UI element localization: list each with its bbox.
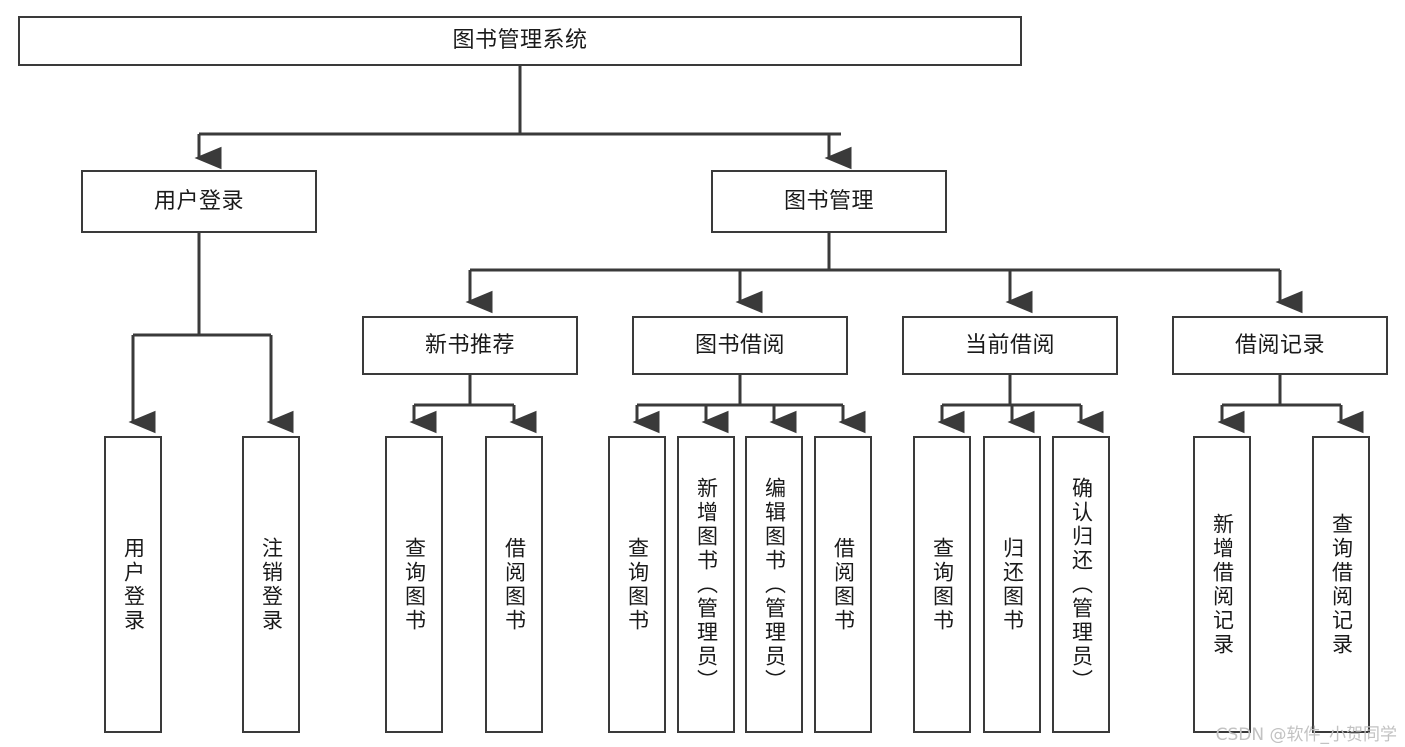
node-new-book-recommend-label: 新书推荐: [424, 332, 515, 358]
node-leaf-confirm-return[interactable]: 确认归还（管理员）: [1052, 436, 1110, 733]
node-leaf-query-book-1-label: 查询图书: [402, 536, 427, 633]
node-current-borrow[interactable]: 当前借阅: [902, 316, 1118, 375]
node-leaf-add-book-label: 新增图书（管理员）: [694, 476, 719, 693]
node-leaf-logout-login-label: 注销登录: [259, 536, 284, 633]
node-leaf-borrow-book-1[interactable]: 借阅图书: [485, 436, 543, 733]
watermark-text: CSDN @软件_小贺同学: [1215, 725, 1397, 745]
node-leaf-query-record[interactable]: 查询借阅记录: [1312, 436, 1370, 733]
node-leaf-query-book-3-label: 查询图书: [930, 536, 955, 633]
node-leaf-borrow-book-2[interactable]: 借阅图书: [814, 436, 872, 733]
node-leaf-query-book-2[interactable]: 查询图书: [608, 436, 666, 733]
node-borrow-record[interactable]: 借阅记录: [1172, 316, 1388, 375]
node-leaf-add-record-label: 新增借阅记录: [1210, 512, 1235, 657]
node-leaf-query-record-label: 查询借阅记录: [1329, 512, 1354, 657]
node-user-login-label: 用户登录: [153, 188, 244, 214]
node-leaf-add-record[interactable]: 新增借阅记录: [1193, 436, 1251, 733]
node-borrow-record-label: 借阅记录: [1234, 332, 1325, 358]
node-leaf-user-login[interactable]: 用户登录: [104, 436, 162, 733]
node-user-login[interactable]: 用户登录: [81, 170, 317, 233]
node-leaf-return-book[interactable]: 归还图书: [983, 436, 1041, 733]
node-root-label: 图书管理系统: [452, 28, 588, 54]
node-leaf-confirm-return-label: 确认归还（管理员）: [1069, 476, 1094, 693]
node-leaf-query-book-1[interactable]: 查询图书: [385, 436, 443, 733]
node-leaf-query-book-3[interactable]: 查询图书: [913, 436, 971, 733]
node-leaf-user-login-label: 用户登录: [121, 536, 146, 633]
node-leaf-query-book-2-label: 查询图书: [625, 536, 650, 633]
node-root[interactable]: 图书管理系统: [18, 16, 1022, 66]
node-leaf-borrow-book-2-label: 借阅图书: [831, 536, 856, 633]
node-current-borrow-label: 当前借阅: [964, 332, 1055, 358]
node-book-borrow-label: 图书借阅: [694, 332, 785, 358]
node-leaf-add-book[interactable]: 新增图书（管理员）: [677, 436, 735, 733]
node-book-manage-label: 图书管理: [783, 188, 874, 214]
node-book-borrow[interactable]: 图书借阅: [632, 316, 848, 375]
node-new-book-recommend[interactable]: 新书推荐: [362, 316, 578, 375]
node-leaf-edit-book-label: 编辑图书（管理员）: [762, 476, 787, 693]
node-book-manage[interactable]: 图书管理: [711, 170, 947, 233]
node-leaf-logout-login[interactable]: 注销登录: [242, 436, 300, 733]
node-leaf-borrow-book-1-label: 借阅图书: [502, 536, 527, 633]
node-leaf-return-book-label: 归还图书: [1000, 536, 1025, 633]
node-leaf-edit-book[interactable]: 编辑图书（管理员）: [745, 436, 803, 733]
